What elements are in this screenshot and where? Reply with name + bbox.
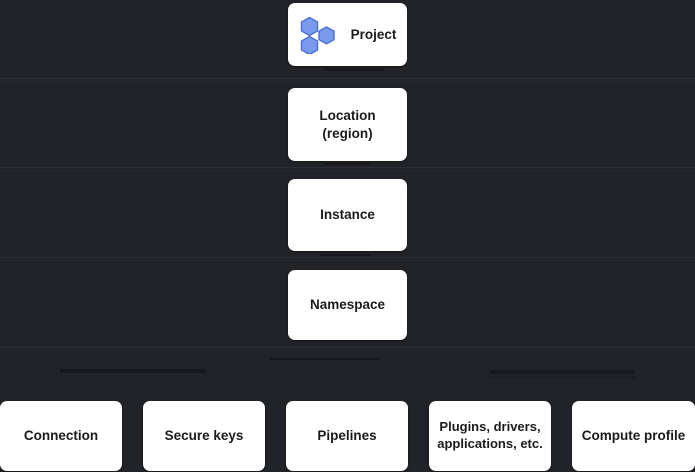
band-divider [0, 350, 695, 351]
node-pipelines-label: Pipelines [317, 428, 377, 444]
band-divider [0, 257, 695, 258]
band-divider [0, 167, 695, 168]
band-divider [0, 393, 695, 394]
node-project-label: Project [350, 26, 397, 42]
project-hexagons-icon [299, 16, 339, 55]
band-divider [0, 170, 695, 171]
connector-bus-right [490, 370, 635, 374]
node-location[interactable]: Location (region) [288, 88, 407, 161]
connector-bus-right-2 [490, 376, 635, 378]
connector-instance-namespace [320, 254, 370, 256]
node-namespace[interactable]: Namespace [288, 270, 407, 340]
node-plugins-label: Plugins, drivers, applications, etc. [437, 419, 543, 451]
connector-location-instance [324, 163, 370, 165]
connector-bus-left [60, 369, 206, 373]
node-compute-profile[interactable]: Compute profile [572, 401, 695, 471]
node-compute-profile-label: Compute profile [581, 428, 686, 444]
node-location-label: Location (region) [319, 108, 376, 141]
node-instance[interactable]: Instance [288, 179, 407, 251]
connector-namespace-bus [270, 358, 380, 360]
band-divider [0, 260, 695, 261]
band-divider [0, 78, 695, 79]
node-connection-label: Connection [23, 428, 99, 444]
node-instance-label: Instance [320, 207, 375, 223]
node-namespace-label: Namespace [309, 297, 386, 313]
band-divider [0, 347, 695, 348]
node-pipelines[interactable]: Pipelines [286, 401, 408, 471]
node-project[interactable]: Project [288, 3, 407, 66]
node-secure-keys-label: Secure keys [164, 428, 244, 444]
band-divider [0, 81, 695, 82]
connector-project-location [324, 68, 384, 71]
node-connection[interactable]: Connection [0, 401, 122, 471]
node-plugins[interactable]: Plugins, drivers, applications, etc. [429, 401, 551, 471]
node-secure-keys[interactable]: Secure keys [143, 401, 265, 471]
